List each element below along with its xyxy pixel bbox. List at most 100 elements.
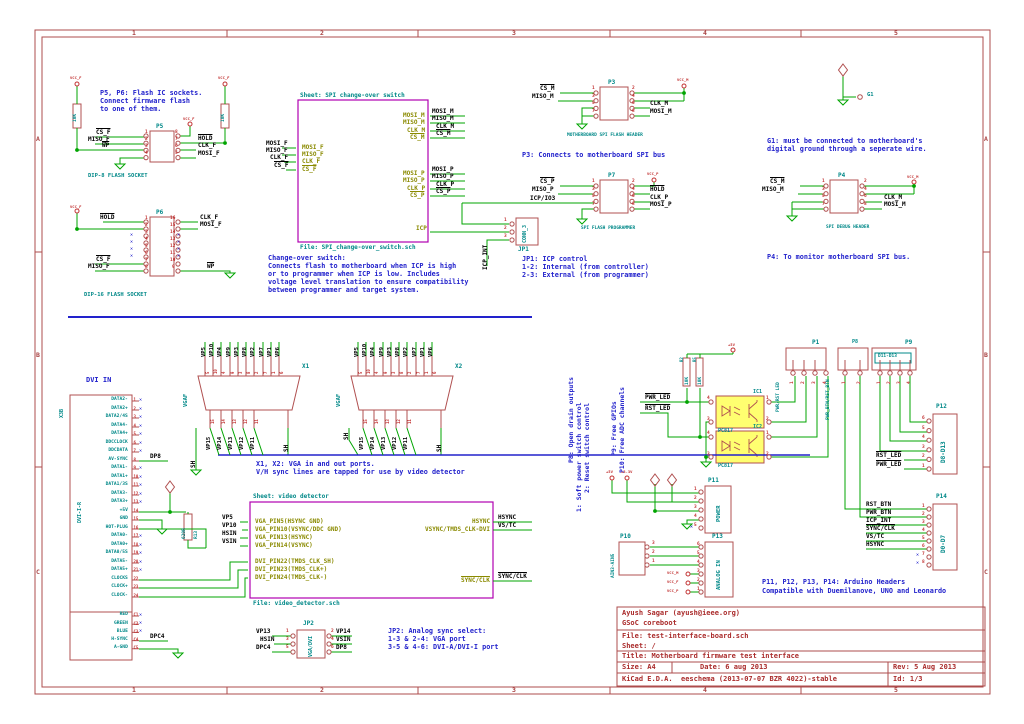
schematic-label: VP4 — [217, 347, 223, 357]
schematic-label: 1 — [133, 397, 136, 403]
schematic-label: MISO_M — [432, 115, 454, 122]
schematic-label: 1 — [271, 371, 276, 374]
schematic-label: MOSI_P — [432, 166, 454, 173]
schematic-label: 2 — [632, 86, 635, 91]
schematic-label: 1 — [592, 86, 595, 91]
schematic-label: P3 — [608, 79, 616, 86]
schematic-label: SH — [343, 432, 350, 440]
schematic-label: 6 — [864, 194, 867, 199]
schematic-label: VCC_F — [218, 75, 230, 80]
schematic-label: DATA5- — [111, 559, 128, 565]
schematic-label: P11, P12, P13, P14: Arduino Headers — [762, 578, 906, 586]
schematic-label: G1 — [867, 92, 874, 98]
schematic-label: 2 — [331, 629, 334, 634]
schematic-label: P5 — [156, 123, 164, 130]
schematic-label: VCC_M — [667, 570, 679, 575]
titleblock-author: Ayush Sagar (ayush@ieee.org) — [622, 609, 741, 617]
schematic-label: 3 — [592, 187, 595, 192]
schematic-label: 5 — [697, 551, 700, 556]
schematic-label: MOTHERBOARD SPI FLASH HEADER — [567, 133, 643, 138]
schematic-label: 14 — [221, 419, 226, 424]
schematic-label: DATA2- — [111, 397, 128, 403]
schematic-label: DP8 — [150, 453, 161, 460]
titleblock-file: File: test-interface-board.sch — [622, 632, 749, 640]
schematic-label: 12 — [243, 419, 248, 424]
schematic-label: POWER — [716, 505, 722, 522]
schematic-label: ✕ — [139, 440, 143, 446]
schematic-label: 12 — [133, 491, 139, 497]
schematic-label: C — [36, 568, 40, 576]
schematic-label: +5V — [606, 469, 613, 474]
schematic-label: 1-2: Internal (from controller) — [522, 263, 649, 271]
schematic-label: JP1: ICP control — [522, 255, 588, 263]
schematic-label: C1 — [133, 612, 139, 618]
schematic-label: between programmer and target system. — [268, 286, 420, 294]
schematic-label: P14 — [936, 493, 947, 500]
schematic-label: 7 — [822, 202, 825, 207]
schematic-label: R13 — [194, 530, 199, 539]
schematic-label: 4 — [864, 187, 867, 192]
schematic-label: MISO_M — [403, 119, 425, 126]
schematic-label: RED — [119, 612, 128, 618]
titleblock-date: Date: 6 aug 2013 — [700, 663, 768, 671]
schematic-label: 7 — [145, 258, 148, 263]
schematic-label: 2 — [922, 512, 925, 517]
schematic-label: or to programmer when ICP is low. Includ… — [268, 270, 440, 278]
schematic-label: ✕ — [139, 448, 143, 454]
schematic-label: 22 — [133, 576, 139, 582]
schematic-label: 10 — [170, 258, 176, 263]
component-p14 — [932, 503, 958, 571]
schematic-label: CLOCK+ — [111, 584, 128, 590]
schematic-label: Change-over switch: — [268, 254, 346, 262]
schematic-label: DP8 — [336, 644, 347, 651]
schematic-label: ✕ — [139, 542, 143, 548]
schematic-label: 4 — [922, 435, 925, 440]
schematic-label: ✕ — [139, 612, 143, 618]
schematic-label: ✕ — [916, 552, 920, 558]
schematic-label: 3 — [897, 381, 902, 384]
schematic-label: C — [984, 568, 988, 576]
schematic-label: VP5 — [354, 347, 360, 357]
schematic-label: 4 — [703, 29, 707, 37]
schematic-label: 2 — [887, 381, 892, 384]
schematic-label: ✕ — [177, 232, 181, 238]
schematic-label: 4 — [823, 381, 828, 384]
schematic-label: 4 — [697, 560, 700, 565]
schematic-label: 2-3: External (from programmer) — [522, 271, 649, 279]
schematic-label: B — [36, 351, 40, 359]
schematic-label: 20 — [133, 559, 139, 565]
schematic-label: 5 — [922, 536, 925, 541]
titleblock-project: GSoC coreboot — [622, 619, 677, 627]
schematic-label: A — [984, 135, 988, 143]
schematic-label: ICP — [416, 225, 427, 232]
schematic-label: 1 — [145, 216, 148, 221]
schematic-label: MISO_P — [532, 186, 554, 193]
schematic-label: 1 — [286, 629, 289, 634]
schematic-label: 6 — [331, 645, 334, 650]
schematic-label: ✕ — [139, 499, 143, 505]
schematic-label: 6 — [279, 371, 284, 374]
schematic-label: 5 — [286, 645, 289, 650]
schematic-label: CS_M — [436, 130, 451, 137]
schematic-label: 8 — [175, 130, 178, 135]
schematic-label: VP15 — [359, 436, 365, 450]
schematic-label: 6 — [432, 371, 437, 374]
schematic-label: A-GND — [114, 645, 128, 651]
schematic-label: ✕ — [139, 533, 143, 539]
schematic-label: G1: must be connected to motherboard's — [767, 137, 923, 145]
schematic-label: HOLD — [198, 135, 213, 142]
schematic-label: HSIN — [260, 636, 275, 643]
schematic-label: 15 — [363, 419, 368, 424]
schematic-label: 5 — [894, 686, 898, 694]
hierarchical-sheets — [249, 99, 494, 599]
schematic-label: 6 — [632, 194, 635, 199]
schematic-label: HOT-PLUG — [105, 525, 128, 531]
schematic-label: ICP/IO3 — [530, 195, 556, 202]
schematic-label: ANALOG IN — [716, 560, 722, 590]
schematic-label: 16 — [170, 216, 176, 221]
schematic-label: P4 — [838, 172, 846, 179]
schematic-label: 5 — [592, 194, 595, 199]
schematic-label: SH — [190, 460, 197, 468]
schematic-label: 13 — [133, 499, 139, 505]
